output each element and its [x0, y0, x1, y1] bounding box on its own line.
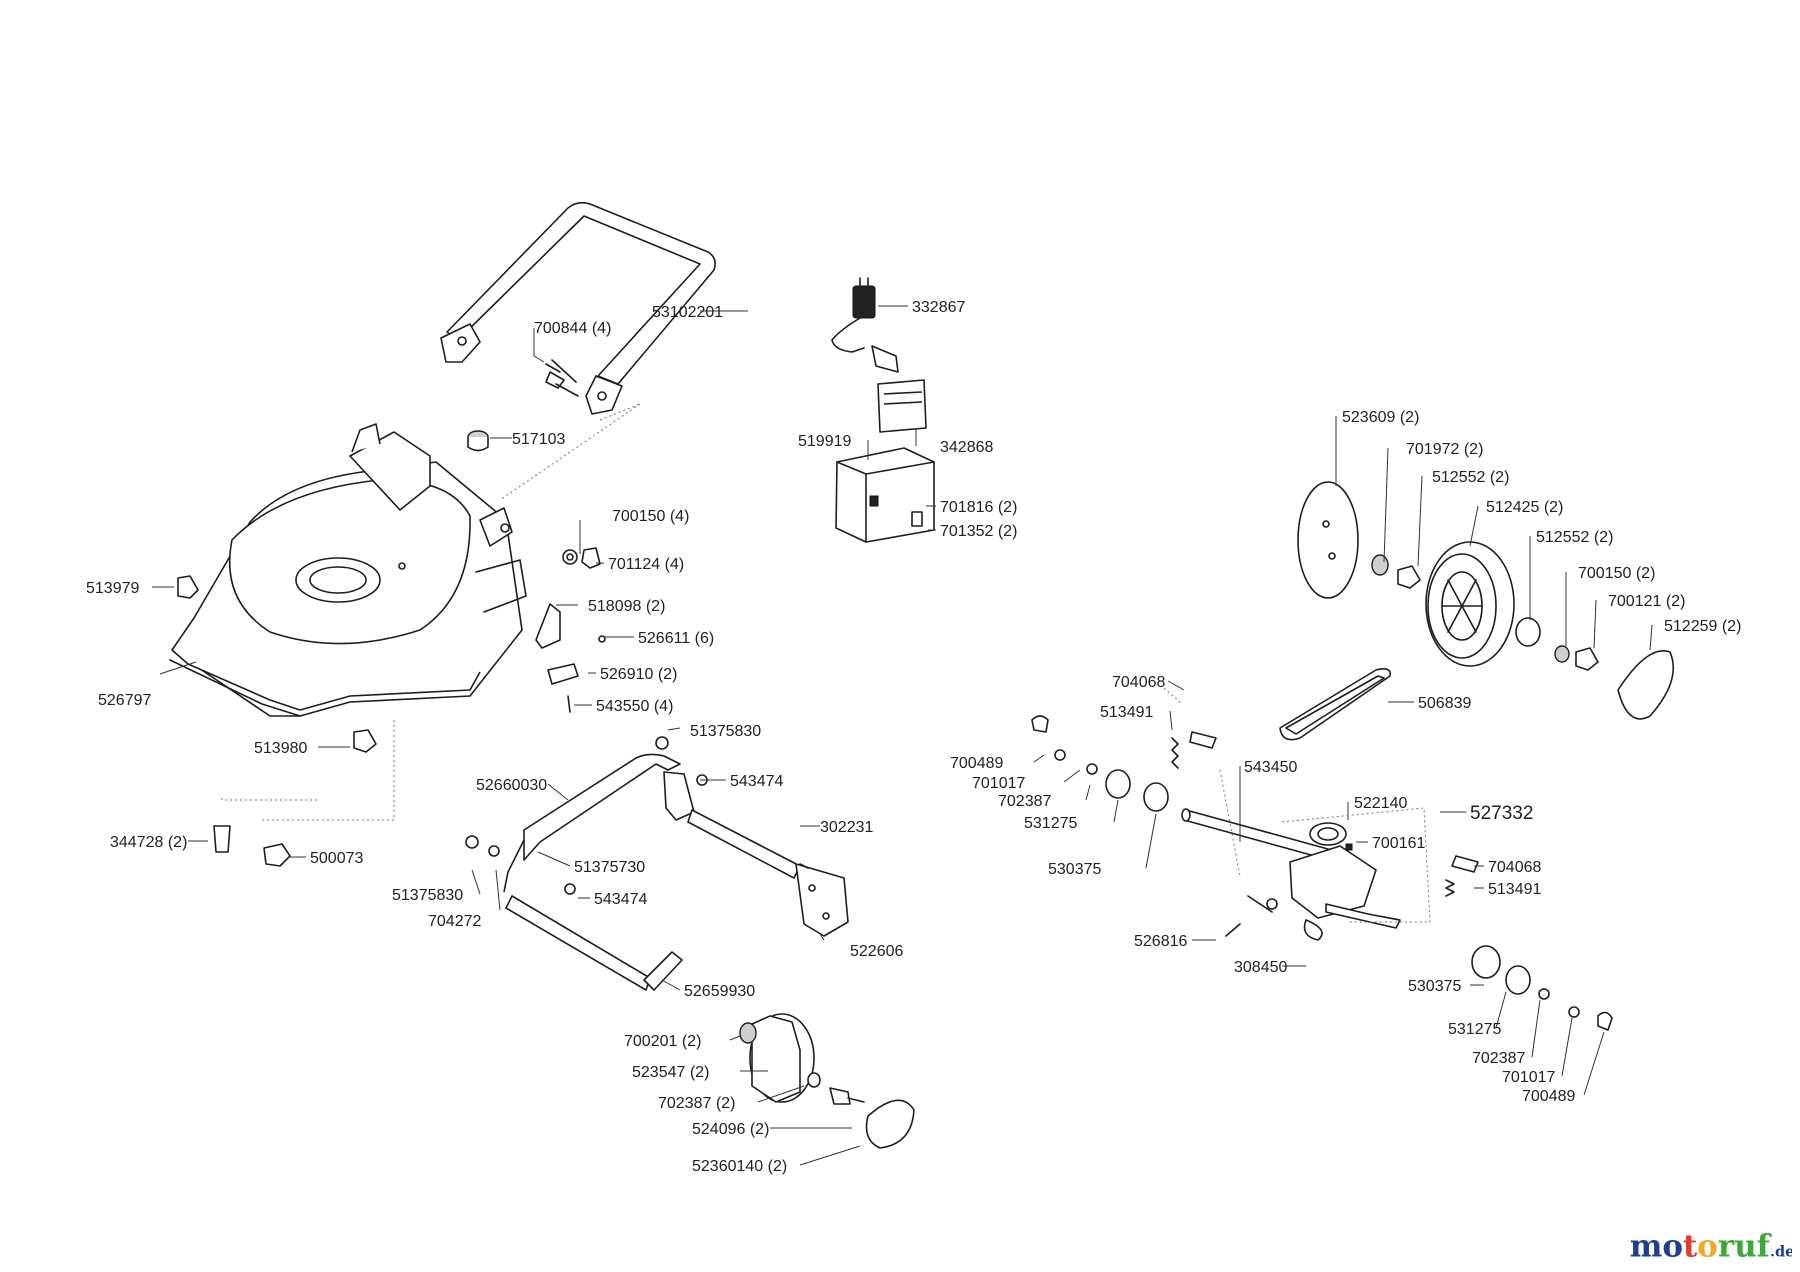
- belt-drawing: [1279, 668, 1392, 741]
- part-label: 524096 (2): [692, 1121, 769, 1138]
- part-label: 700844 (4): [534, 320, 611, 337]
- part-label: 704068: [1488, 859, 1541, 876]
- part-label: 526611 (6): [638, 630, 714, 647]
- part-label: 700150 (4): [612, 508, 689, 525]
- part-labels: 53102201 700844 (4) 332867 342868 519919…: [86, 299, 1741, 1175]
- part-label: 51375830: [690, 723, 761, 740]
- part-label: 512425 (2): [1486, 499, 1563, 516]
- part-label: 522140: [1354, 795, 1407, 812]
- part-label: 700489: [1522, 1088, 1575, 1105]
- assembly-guides: [221, 403, 1431, 923]
- part-label: 51375730: [574, 859, 645, 876]
- part-label: 523547 (2): [632, 1064, 709, 1081]
- part-label: 512259 (2): [1664, 618, 1741, 635]
- part-label: 543474: [594, 891, 647, 908]
- gearbox-drive-drawing: [1031, 715, 1613, 1031]
- battery-charger-drawing: [831, 277, 935, 543]
- front-wheel-drawing: [739, 1013, 915, 1149]
- part-label: 513979: [86, 580, 139, 597]
- part-label: 700150 (2): [1578, 565, 1655, 582]
- mower-deck-drawing: [169, 423, 527, 717]
- part-label: 700161: [1372, 835, 1425, 852]
- part-label: 702387: [1472, 1050, 1525, 1067]
- part-label: 530375: [1408, 978, 1461, 995]
- part-label: 513980: [254, 740, 307, 757]
- part-label: 701124 (4): [608, 556, 684, 573]
- part-label: 344728 (2): [110, 834, 187, 851]
- part-label: 500073: [310, 850, 363, 867]
- part-label: 332867: [912, 299, 965, 316]
- part-label: 700489: [950, 755, 1003, 772]
- part-label: 543550 (4): [596, 698, 673, 715]
- part-label: 530375: [1048, 861, 1101, 878]
- logo-letters: mo: [1630, 1229, 1683, 1264]
- motoruf-logo: motoruf.de: [1630, 1229, 1792, 1264]
- part-label: 518098 (2): [588, 598, 665, 615]
- part-label: 513491: [1100, 704, 1153, 721]
- part-label: 700201 (2): [624, 1033, 701, 1050]
- rear-wheel-drawing: [1297, 481, 1674, 720]
- part-label: 522606: [850, 943, 903, 960]
- part-label: 512552 (2): [1432, 469, 1509, 486]
- part-label: 704272: [428, 913, 481, 930]
- part-label: 526816: [1134, 933, 1187, 950]
- part-label: 52659930: [684, 983, 755, 1000]
- part-label: 512552 (2): [1536, 529, 1613, 546]
- svg-text:motoruf.de: motoruf.de: [1630, 1229, 1792, 1264]
- part-label: 517103: [512, 431, 565, 448]
- part-label: 701017: [1502, 1069, 1555, 1086]
- part-label: 701972 (2): [1406, 441, 1483, 458]
- part-label: 543474: [730, 773, 783, 790]
- part-label: 531275: [1024, 815, 1077, 832]
- assembly-label: 527332: [1470, 803, 1533, 824]
- part-label: 543450: [1244, 759, 1297, 776]
- part-label: 342868: [940, 439, 993, 456]
- leader-lines: [152, 305, 1653, 1166]
- part-label: 702387 (2): [658, 1095, 735, 1112]
- part-label: 701352 (2): [940, 523, 1017, 540]
- part-label: 52360140 (2): [692, 1158, 787, 1175]
- part-label: 513491: [1488, 881, 1541, 898]
- part-label: 700121 (2): [1608, 593, 1685, 610]
- part-label: 52660030: [476, 777, 547, 794]
- part-label: 702387: [998, 793, 1051, 810]
- lower-handle-axle-drawing: [465, 736, 849, 991]
- part-label: 701017: [972, 775, 1025, 792]
- logo-suffix: .de: [1770, 1244, 1792, 1261]
- part-label: 53102201: [652, 304, 723, 321]
- upper-handle-drawing: [440, 201, 716, 415]
- part-label: 531275: [1448, 1021, 1501, 1038]
- part-label: 701816 (2): [940, 499, 1017, 516]
- part-label: 51375830: [392, 887, 463, 904]
- part-label: 523609 (2): [1342, 409, 1419, 426]
- deck-hardware-drawing: [177, 371, 606, 867]
- part-label: 526910 (2): [600, 666, 677, 683]
- part-label: 506839: [1418, 695, 1471, 712]
- part-label: 526797: [98, 692, 151, 709]
- part-label: 302231: [820, 819, 873, 836]
- part-label: 308450: [1234, 959, 1287, 976]
- part-label: 704068: [1112, 674, 1165, 691]
- part-label: 519919: [798, 433, 851, 450]
